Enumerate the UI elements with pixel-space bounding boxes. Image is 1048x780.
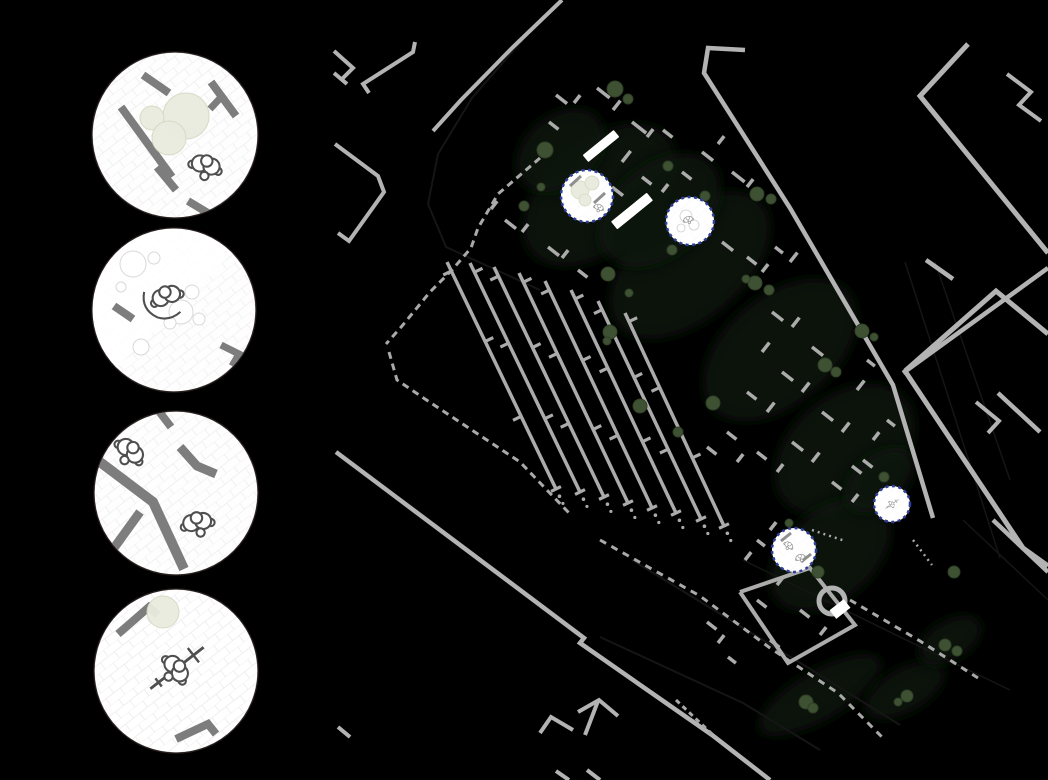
wall-fragment-layer bbox=[489, 86, 896, 666]
cyclist-figure bbox=[885, 499, 899, 509]
tree-canopy bbox=[151, 120, 187, 156]
tree-icon bbox=[951, 645, 963, 657]
round-building bbox=[816, 585, 851, 619]
tree-icon bbox=[699, 190, 711, 202]
tree-icon bbox=[749, 186, 765, 202]
tree-icon bbox=[624, 288, 634, 298]
tree-icon bbox=[938, 638, 952, 652]
tree-icon bbox=[536, 141, 554, 159]
tree-icon bbox=[811, 565, 825, 579]
person-figure bbox=[142, 284, 185, 320]
tree-icon bbox=[666, 244, 678, 256]
tree-layer bbox=[518, 80, 963, 714]
tree-icon bbox=[672, 426, 684, 438]
person-figure bbox=[179, 511, 216, 538]
vignette-plaza-trees bbox=[91, 51, 259, 219]
person-figure bbox=[795, 553, 806, 562]
person-figure bbox=[682, 215, 694, 225]
person-figure bbox=[113, 437, 145, 467]
tree-icon bbox=[878, 471, 890, 483]
tree-icon bbox=[622, 93, 634, 105]
tree-icon bbox=[602, 324, 618, 340]
callout-dashed-border bbox=[559, 168, 615, 224]
greenspace-tint-layer bbox=[515, 108, 982, 737]
person-figure bbox=[888, 500, 895, 509]
tree-icon bbox=[536, 182, 546, 192]
tree-icon bbox=[854, 323, 870, 339]
vignette-cyclist bbox=[93, 588, 259, 754]
plan-callout-layer bbox=[559, 168, 912, 574]
vignette-callouts-column bbox=[91, 51, 259, 754]
tree-icon bbox=[763, 284, 775, 296]
callout-pedestrians bbox=[770, 526, 818, 574]
tree-icon bbox=[606, 80, 624, 98]
tree-icon bbox=[518, 200, 530, 212]
callout-dashed-border bbox=[770, 526, 818, 574]
tree-icon bbox=[817, 357, 833, 373]
tree-icon bbox=[947, 565, 961, 579]
rowhouse-layer bbox=[442, 261, 733, 543]
person-figure bbox=[593, 203, 604, 213]
proposed-building-layer bbox=[583, 130, 653, 229]
person-figure bbox=[187, 154, 223, 182]
person-figure bbox=[160, 654, 189, 686]
tree-icon bbox=[900, 689, 914, 703]
road-edge-layer bbox=[427, 27, 1048, 751]
tree-icon bbox=[869, 332, 879, 342]
dashed-boundary-layer bbox=[384, 156, 979, 742]
tree-icon bbox=[662, 160, 674, 172]
tree-icon bbox=[893, 697, 903, 707]
tree-icon bbox=[807, 702, 819, 714]
tree-icon bbox=[705, 395, 721, 411]
tree-canopy bbox=[146, 595, 180, 629]
tree-icon bbox=[602, 336, 612, 346]
tree-icon bbox=[600, 266, 616, 282]
person-figure bbox=[783, 541, 794, 550]
callout-dashed-border bbox=[664, 195, 716, 247]
vignette-terrace-seating bbox=[91, 227, 257, 393]
tree-icon bbox=[784, 518, 794, 528]
callout-terrace bbox=[664, 195, 716, 247]
vignette-pedestrian-street bbox=[93, 410, 259, 576]
cyclist-figure bbox=[149, 646, 205, 690]
tree-icon bbox=[765, 193, 777, 205]
tree-icon bbox=[632, 398, 648, 414]
tree-icon bbox=[741, 274, 751, 284]
callout-cyclist bbox=[872, 484, 912, 524]
callout-dashed-border bbox=[872, 484, 912, 524]
tree-canopy bbox=[139, 105, 165, 131]
street-layer bbox=[332, 0, 1048, 780]
callout-plaza-trees bbox=[559, 168, 615, 224]
tree-icon bbox=[830, 366, 842, 378]
